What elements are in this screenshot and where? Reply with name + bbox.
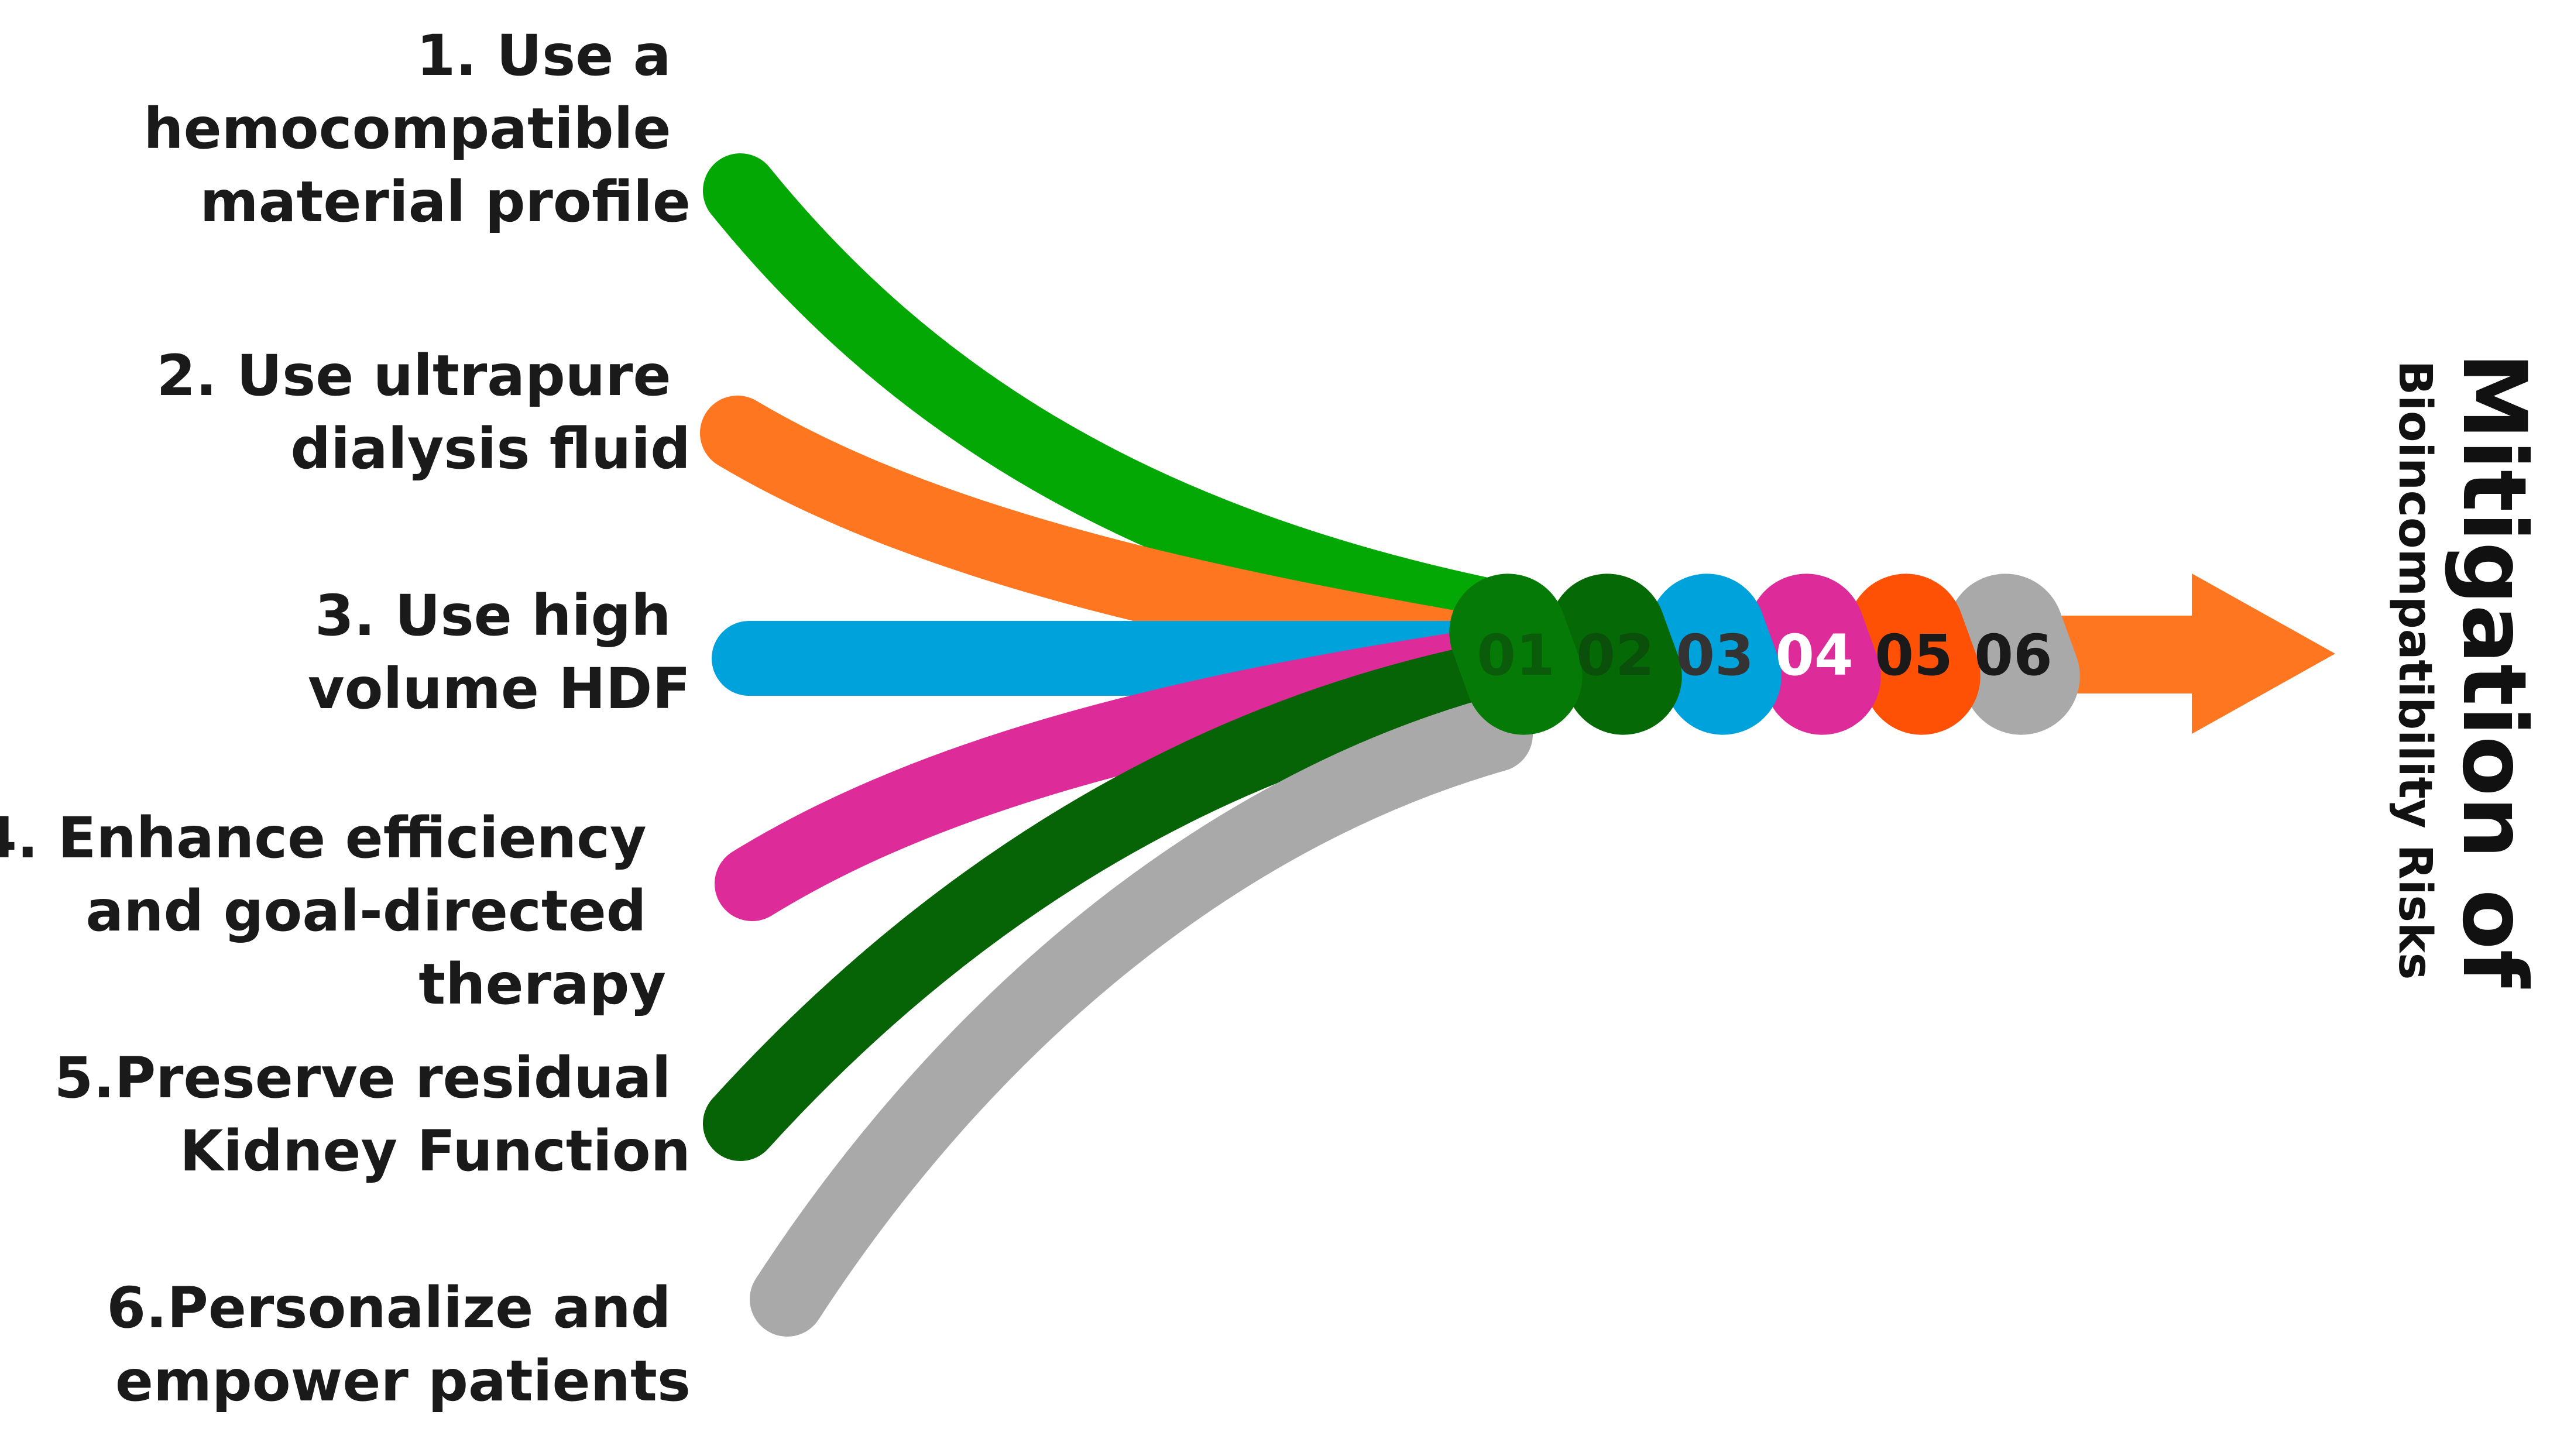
pill-04-shape xyxy=(1748,574,1881,735)
pill-number-02: 02 xyxy=(1576,623,1655,688)
pill-number-03: 03 xyxy=(1676,623,1754,688)
pill-01 xyxy=(1449,574,1583,735)
strategy-4-label: 4. Enhance efficiency and goal-directed … xyxy=(0,805,666,1017)
ribbon-strategy-5 xyxy=(703,641,1533,1161)
pill-number-05: 05 xyxy=(1875,623,1953,688)
strategy-6-label: 6.Personalize and empower patients xyxy=(107,1275,691,1414)
strategy-3-label: 3. Use high volume HDF xyxy=(308,583,691,722)
title-sub: Bioincompatibility Risks xyxy=(2388,360,2441,980)
pill-04 xyxy=(1748,574,1881,735)
ribbon-strategy-6 xyxy=(750,697,1533,1337)
pill-03-shape xyxy=(1648,574,1782,735)
strategy-2-label: 2. Use ultrapure dialysis fluid xyxy=(156,343,691,482)
ribbon-strategy-1 xyxy=(703,153,1533,655)
strategy-1-label: 1. Use a hemocompatible material profile xyxy=(143,23,691,235)
pill-02-shape xyxy=(1549,574,1682,735)
pill-06-shape xyxy=(1947,574,2080,735)
strategy-labels: 1. Use a hemocompatible material profile… xyxy=(0,23,691,1414)
pill-05-shape xyxy=(1847,574,1981,735)
pill-numbers: 01 02 03 04 05 06 xyxy=(1477,623,2053,688)
pill-03 xyxy=(1648,574,1782,735)
pill-06 xyxy=(1947,574,2080,735)
pill-chain xyxy=(1449,574,2080,735)
pill-number-04: 04 xyxy=(1775,623,1854,688)
ribbon-group xyxy=(700,153,1533,1337)
pill-02 xyxy=(1549,574,1682,735)
pill-number-06: 06 xyxy=(1974,623,2053,688)
title-main: Mitigation of xyxy=(2443,352,2545,989)
pill-05 xyxy=(1847,574,1981,735)
arrow-head xyxy=(2192,574,2335,734)
diagram-title: Mitigation of Bioincompatibility Risks xyxy=(2388,352,2545,989)
pill-01-shape xyxy=(1449,574,1583,735)
strategy-5-label: 5.Preserve residual Kidney Function xyxy=(54,1045,691,1184)
pill-number-01: 01 xyxy=(1477,623,1555,688)
